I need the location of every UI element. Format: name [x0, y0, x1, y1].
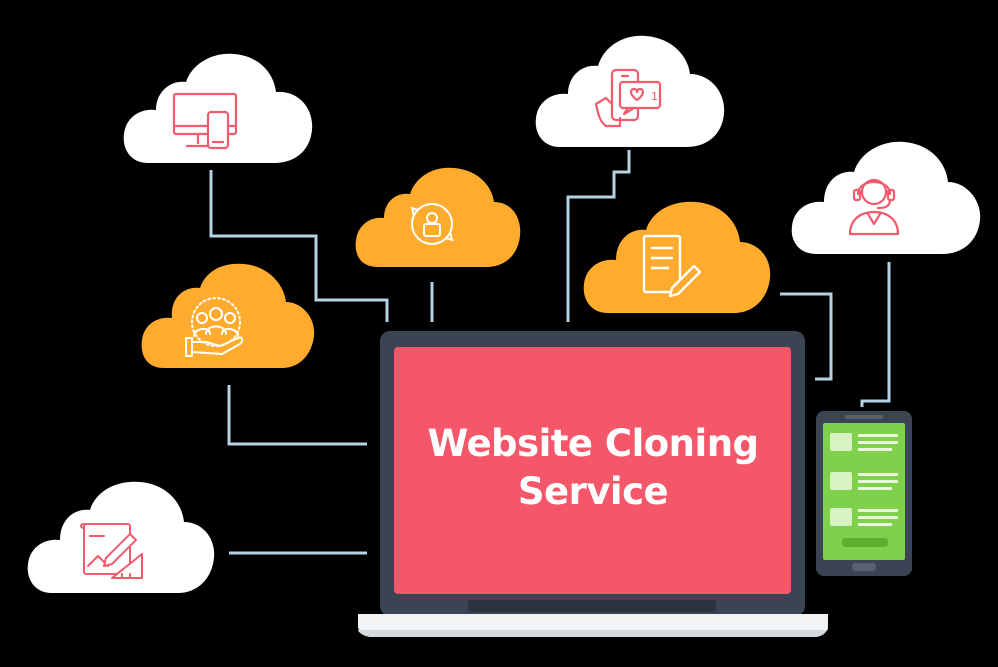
laptop-hinge: [468, 600, 716, 612]
connector-team: [227, 385, 367, 446]
blueprint-design-icon: [80, 523, 143, 579]
connector-chat: [566, 150, 631, 322]
connector-document: [780, 292, 833, 381]
phone: [816, 411, 912, 576]
cloud-document: [583, 201, 771, 313]
laptop-screen: [394, 347, 791, 594]
document-edit-icon: [642, 234, 702, 298]
team-hand-icon: [185, 297, 244, 357]
hero-title-line2: Service: [517, 470, 669, 513]
cloud-support: [791, 141, 981, 254]
cloud-chat: 1: [535, 35, 725, 147]
connector-responsive: [209, 170, 389, 322]
chat-like-count: 1: [651, 90, 658, 103]
cloud-team: [141, 263, 315, 368]
cloud-blueprint: [27, 481, 215, 593]
hero-title-line1: Website Cloning: [427, 422, 759, 465]
connector-lines: [209, 150, 891, 555]
user-sync-icon: [410, 203, 454, 245]
cloud-user-sync: [355, 167, 521, 267]
connector-support: [860, 262, 891, 407]
hero-title: Website Cloning Service: [394, 420, 792, 516]
responsive-devices-icon: [172, 92, 238, 150]
laptop: [358, 331, 828, 637]
cloud-responsive: [123, 53, 313, 163]
chat-like-icon: [594, 68, 662, 128]
customer-support-icon: [848, 178, 900, 236]
